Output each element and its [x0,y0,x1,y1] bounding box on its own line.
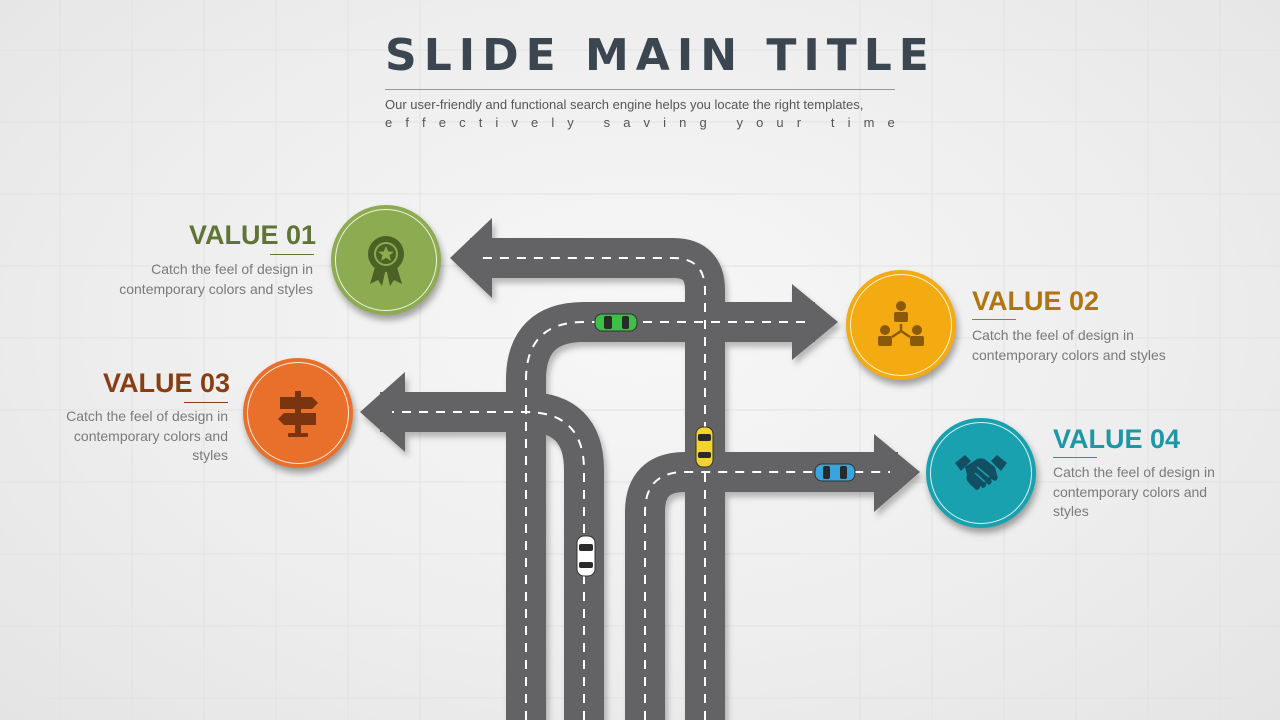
value-04-circle [926,418,1036,528]
title-divider [385,89,895,90]
handshake-icon [955,455,1007,490]
road-to-value-03 [380,392,604,720]
award-badge-icon [368,236,404,286]
value-03-circle [243,358,353,468]
value-04-divider [1053,457,1097,458]
value-02-title: VALUE 02 [972,286,1100,316]
slide-subtitle-line-1: Our user-friendly and functional search … [385,97,864,112]
slide-title: SLIDE MAIN TITLE [385,30,936,81]
value-04-description: Catch the feel of design in contemporary… [1053,464,1215,519]
car-icon [695,426,714,468]
value-02-description: Catch the feel of design in contemporary… [972,327,1166,363]
value-03-description: Catch the feel of design in contemporary… [66,408,228,463]
signpost-icon [278,391,318,437]
value-03-title: VALUE 03 [103,368,231,398]
car-icon [576,535,596,577]
car-icon [594,313,638,332]
value-01-divider [270,254,314,255]
arrow-head-value-02 [792,284,838,360]
road-to-value-04 [625,452,898,720]
value-04-title: VALUE 04 [1053,424,1181,454]
arrow-head-value-01 [450,218,492,298]
value-03-divider [184,402,228,403]
team-hierarchy-icon [878,301,924,346]
value-02-circle [846,270,956,380]
arrow-head-value-03 [360,372,405,452]
value-02-divider [972,319,1016,320]
value-01-circle [331,205,441,315]
value-01-description: Catch the feel of design in contemporary… [119,261,313,297]
car-icon [814,463,856,482]
value-01-title: VALUE 01 [189,220,317,250]
arrow-head-value-04 [874,434,920,512]
